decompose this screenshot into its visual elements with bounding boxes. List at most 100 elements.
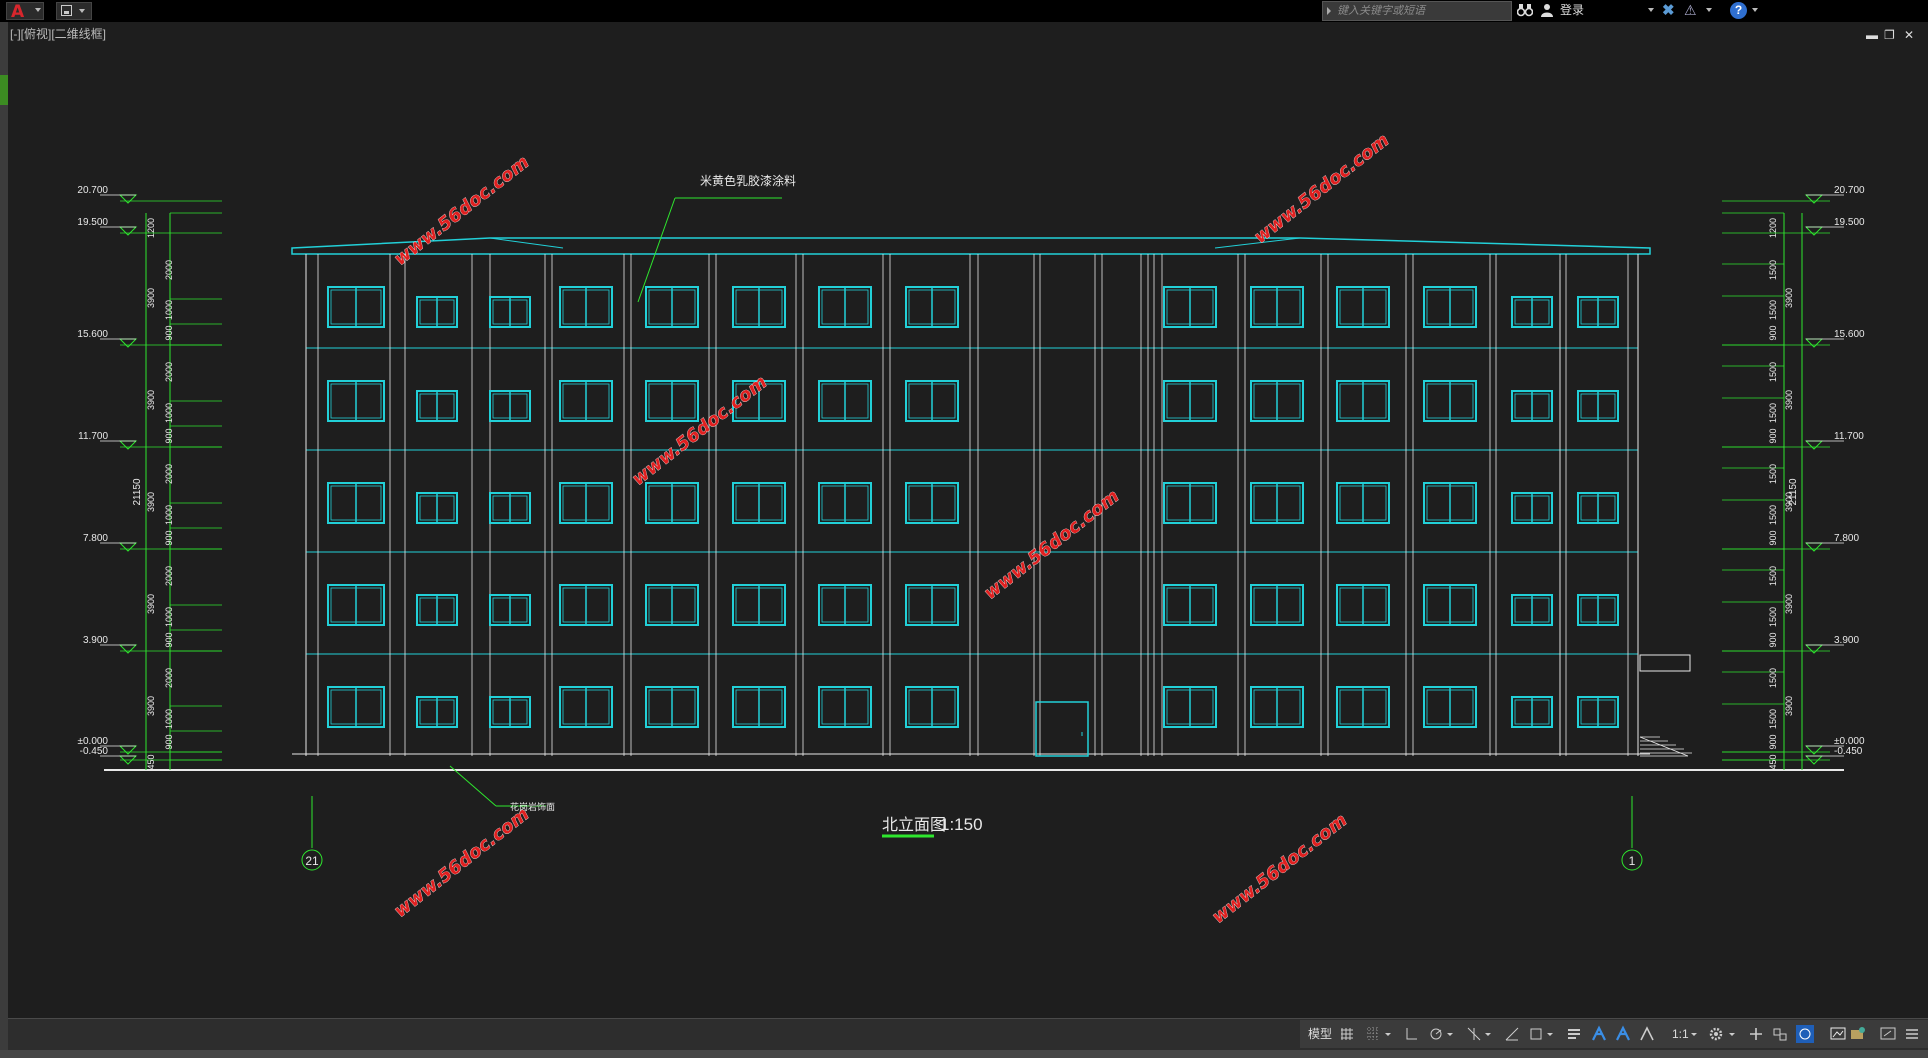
chevron-down-icon[interactable] bbox=[1446, 1025, 1454, 1043]
level-label: 19.500 bbox=[77, 217, 108, 228]
user-icon[interactable] bbox=[1540, 3, 1554, 17]
expand-arrow-icon[interactable] bbox=[1327, 7, 1331, 15]
level-marker bbox=[118, 338, 138, 348]
dimension-text: 1500 bbox=[1768, 709, 1778, 729]
chevron-down-icon[interactable] bbox=[1384, 1025, 1392, 1043]
dimension-text: 1500 bbox=[1768, 668, 1778, 688]
level-label: 15.600 bbox=[1834, 329, 1865, 340]
entrance-door bbox=[1035, 701, 1089, 757]
chevron-down-icon[interactable] bbox=[1648, 8, 1654, 12]
level-label: 11.700 bbox=[78, 431, 108, 442]
window-sash bbox=[1253, 383, 1301, 419]
level-label: 7.800 bbox=[1834, 533, 1859, 544]
dimension-text: 1200 bbox=[1768, 218, 1778, 238]
level-marker bbox=[118, 194, 138, 204]
chevron-down-icon[interactable] bbox=[1690, 1025, 1698, 1043]
dimension-text: 900 bbox=[164, 734, 174, 749]
level-label: 3.900 bbox=[83, 635, 108, 646]
save-icon[interactable] bbox=[61, 5, 72, 16]
search-placeholder: 键入关键字或短语 bbox=[1337, 5, 1425, 17]
chevron-down-icon[interactable] bbox=[79, 9, 85, 13]
quick-access-toolbar[interactable] bbox=[56, 2, 92, 20]
lineweight-icon[interactable] bbox=[1566, 1025, 1582, 1043]
object-snap-icon[interactable] bbox=[1528, 1025, 1544, 1043]
ortho-icon[interactable] bbox=[1404, 1025, 1418, 1043]
axis-bubble bbox=[1621, 849, 1643, 871]
hardware-acceleration-icon[interactable] bbox=[1796, 1025, 1814, 1043]
window-sash bbox=[908, 587, 956, 623]
viewport-restore-button[interactable]: ❐ bbox=[1884, 28, 1895, 42]
window-sash bbox=[330, 689, 382, 725]
a360-icon[interactable]: ⚠ bbox=[1684, 2, 1697, 18]
dimension-text: 3900 bbox=[1784, 594, 1794, 614]
chevron-down-icon[interactable] bbox=[1752, 8, 1758, 12]
level-label: 15.600 bbox=[77, 329, 108, 340]
dimension-text: 900 bbox=[164, 428, 174, 443]
annotation-visibility-icon[interactable] bbox=[1614, 1025, 1632, 1043]
window-sash bbox=[492, 597, 528, 623]
dimension-text: 1000 bbox=[164, 403, 174, 423]
fullscreen-icon[interactable] bbox=[1880, 1025, 1896, 1043]
search-input[interactable]: 键入关键字或短语 bbox=[1322, 1, 1512, 21]
polar-tracking-icon[interactable] bbox=[1428, 1025, 1444, 1043]
viewport-controls-label[interactable]: [-][俯视][二维线框] bbox=[10, 27, 107, 41]
annotation-scale-icon[interactable] bbox=[1590, 1025, 1608, 1043]
dimension-text: 3900 bbox=[1784, 288, 1794, 308]
level-label: 7.800 bbox=[83, 533, 108, 544]
dimension-text: 2000 bbox=[164, 260, 174, 280]
chevron-down-icon[interactable] bbox=[1706, 8, 1712, 12]
window-sash bbox=[1166, 289, 1214, 325]
roof-hip-line bbox=[1214, 237, 1301, 249]
drawing-canvas[interactable]: 20.70019.50015.60011.7007.8003.900±0.000… bbox=[0, 0, 1928, 1018]
help-icon[interactable]: ? bbox=[1730, 2, 1747, 19]
dimension-text: 3900 bbox=[146, 492, 156, 512]
window-sash bbox=[1339, 587, 1387, 623]
application-menu-button[interactable]: A bbox=[6, 2, 44, 21]
watermark-text: www.56doc.com bbox=[628, 372, 771, 490]
login-button[interactable]: 登录 bbox=[1560, 3, 1585, 17]
dimension-text: 1500 bbox=[1768, 300, 1778, 320]
window-sash bbox=[330, 485, 382, 521]
window-sash bbox=[648, 383, 696, 419]
window-sash bbox=[735, 383, 783, 419]
isodraft-icon[interactable] bbox=[1466, 1025, 1482, 1043]
plinth-note: 花岗岩饰面 bbox=[510, 801, 555, 812]
watermark-text: www.56doc.com bbox=[390, 804, 533, 922]
dimension-text: 3900 bbox=[146, 594, 156, 614]
window-sash bbox=[1253, 485, 1301, 521]
chevron-down-icon[interactable] bbox=[1546, 1025, 1554, 1043]
window-sash bbox=[1166, 383, 1214, 419]
window-sash bbox=[1426, 383, 1474, 419]
annotation-scale-selector[interactable]: 1:1 bbox=[1672, 1027, 1689, 1041]
window-sash bbox=[648, 289, 696, 325]
object-snap-tracking-icon[interactable] bbox=[1504, 1025, 1520, 1043]
dimension-text: 1500 bbox=[1768, 505, 1778, 525]
model-space-button[interactable]: 模型 bbox=[1308, 1027, 1333, 1041]
binoculars-icon[interactable] bbox=[1517, 3, 1533, 17]
customization-menu-icon[interactable] bbox=[1904, 1025, 1920, 1043]
window-sash bbox=[419, 699, 455, 725]
chevron-down-icon[interactable] bbox=[1484, 1025, 1492, 1043]
window-sash bbox=[1166, 485, 1214, 521]
window-sash bbox=[821, 485, 869, 521]
isolate-objects-icon[interactable] bbox=[1772, 1025, 1788, 1043]
snap-icon[interactable] bbox=[1366, 1025, 1380, 1043]
drawing-title: 北立面图 bbox=[882, 815, 946, 834]
grid-icon[interactable] bbox=[1340, 1025, 1354, 1043]
plus-icon[interactable] bbox=[1748, 1025, 1764, 1043]
gear-icon[interactable] bbox=[1708, 1025, 1724, 1043]
window-sash bbox=[330, 383, 382, 419]
viewport-close-button[interactable]: ✕ bbox=[1904, 28, 1915, 42]
exchange-apps-icon[interactable]: ✖ bbox=[1662, 2, 1675, 19]
leader-line bbox=[449, 765, 497, 807]
window-sash bbox=[1426, 689, 1474, 725]
watermark-text: www.56doc.com bbox=[1250, 130, 1393, 248]
window-sash bbox=[735, 587, 783, 623]
chevron-down-icon[interactable] bbox=[1728, 1025, 1736, 1043]
clean-screen-icon[interactable] bbox=[1830, 1025, 1846, 1043]
viewport-minimize-button[interactable]: ▬ bbox=[1866, 28, 1878, 42]
window-sash bbox=[562, 587, 610, 623]
workspace-icon[interactable] bbox=[1850, 1025, 1866, 1043]
auto-scale-icon[interactable] bbox=[1638, 1025, 1656, 1043]
dimension-text: 900 bbox=[1768, 325, 1778, 340]
